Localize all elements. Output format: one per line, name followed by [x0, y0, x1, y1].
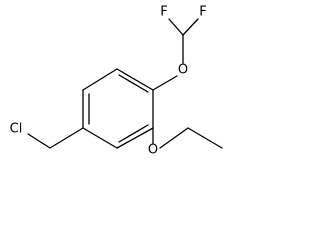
chemical-structure: F F O O Cl [10, 5, 223, 157]
atom-label-chlorine: Cl [10, 122, 23, 137]
bond-ring-lower-left [82, 127, 118, 149]
bond-ethyl-ch2-to-ch3 [187, 127, 223, 149]
double-bond-inner-top [118, 74, 149, 93]
bond-chf2-to-f-left [168, 18, 184, 36]
bond-ring-top [116, 68, 154, 91]
bond-chf2-to-f-right [182, 18, 199, 36]
bond-oxygen-to-ethyl-ch2 [159, 127, 189, 149]
bond-ch2-to-cl [27, 133, 51, 149]
bond-ring-to-ch2 [49, 127, 84, 149]
double-bond-inner-bottom [118, 124, 149, 143]
atom-label-oxygen-difluoromethoxy: O [178, 63, 188, 78]
atom-label-fluorine-left: F [160, 5, 167, 20]
bond-ring-upper-left [82, 68, 118, 91]
bond-ring-to-oxygen-top [152, 75, 178, 91]
bond-ring-lower-right [116, 127, 154, 149]
atom-label-oxygen-ethoxy: O [148, 143, 158, 157]
atom-label-fluorine-right: F [199, 5, 206, 20]
